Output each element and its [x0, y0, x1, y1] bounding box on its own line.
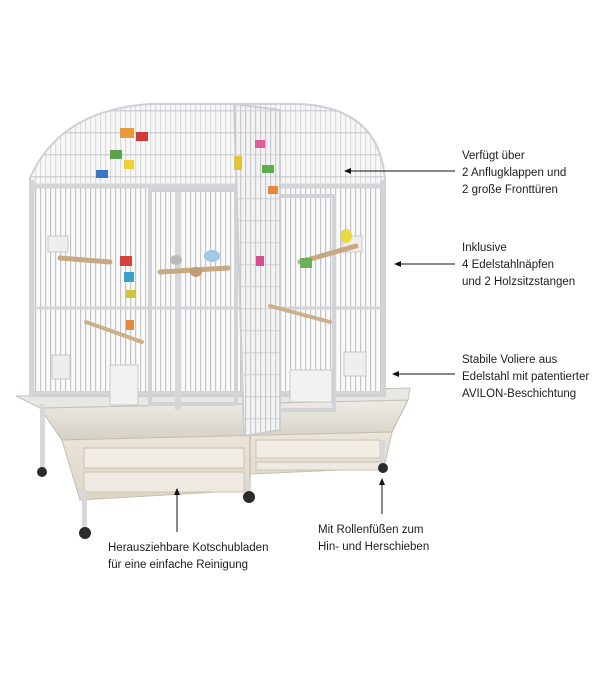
- callout-coating: Stabile Voliere aus Edelstahl mit patent…: [462, 352, 589, 403]
- wheels: [37, 463, 388, 539]
- droppings-drawers: [83, 439, 381, 493]
- bird-toys: [96, 128, 312, 330]
- callout-wheels: Mit Rollenfüßen zum Hin- und Herschieben: [318, 522, 429, 556]
- callout-accessories-line-1: Inklusive: [462, 242, 507, 254]
- cage-legs: [40, 404, 385, 530]
- callout-accessories-line-2: 4 Edelstahlnäpfen: [462, 259, 555, 271]
- birds: [170, 229, 352, 277]
- callout-accessories: Inklusive 4 Edelstahlnäpfen und 2 Holzsi…: [462, 240, 575, 291]
- callout-doors-line-1: Verfügt über: [462, 150, 525, 162]
- callout-doors-line-3: 2 große Fronttüren: [462, 184, 558, 196]
- callout-wheels-line-1: Mit Rollenfüßen zum: [318, 524, 424, 536]
- callout-arrows: [174, 168, 455, 532]
- callout-drawers: Herausziehbare Kotschubladen für eine ei…: [108, 540, 268, 574]
- callout-doors: Verfügt über 2 Anflugklappen und 2 große…: [462, 148, 566, 199]
- callout-drawers-line-1: Herausziehbare Kotschubladen: [108, 542, 269, 554]
- callout-coating-line-2: Edelstahl mit patentierter: [462, 371, 590, 383]
- callout-coating-line-3: AVILON-Beschichtung: [462, 388, 577, 400]
- callout-doors-line-2: 2 Anflugklappen und: [462, 167, 567, 179]
- callout-accessories-line-3: und 2 Holzsitzstangen: [462, 276, 576, 288]
- callout-coating-line-1: Stabile Voliere aus: [462, 354, 558, 366]
- callout-wheels-line-2: Hin- und Herschieben: [318, 541, 430, 553]
- callout-drawers-line-2: für eine einfache Reinigung: [108, 559, 249, 571]
